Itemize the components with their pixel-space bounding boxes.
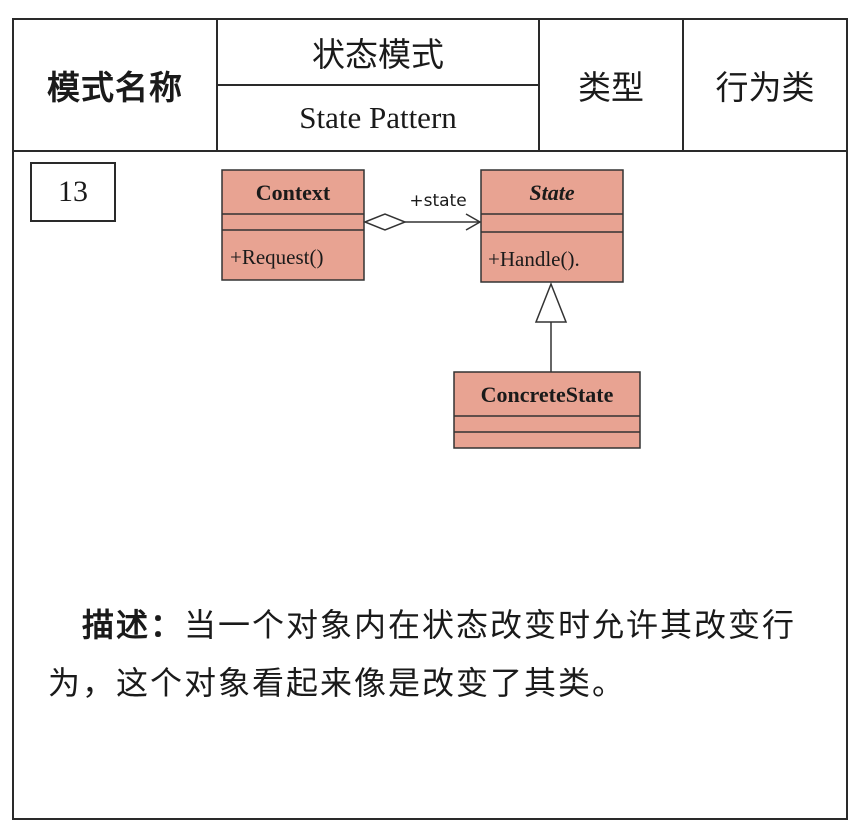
header-table: 模式名称 状态模式 State Pattern 类型 行为类 — [14, 20, 846, 152]
aggregation-diamond — [362, 213, 408, 231]
class-concrete-state-name: ConcreteState — [481, 382, 614, 407]
uml-diagram: Context +Request() +state State +Handle(… — [221, 169, 641, 449]
inheritance-triangle — [534, 281, 568, 323]
pattern-card: 模式名称 状态模式 State Pattern 类型 行为类 13 Contex… — [12, 18, 848, 820]
association-connector: +state — [362, 191, 482, 231]
type-label: 类型 — [540, 20, 684, 150]
type-value: 行为类 — [715, 68, 815, 107]
pattern-name-cn: 状态模式 — [218, 20, 540, 86]
class-state-name: State — [529, 180, 574, 205]
generalization-connector — [534, 281, 568, 372]
association-label: +state — [409, 191, 466, 211]
description-text: 当一个对象内在状态改变时允许其改变行为，这个对象看起来像是改变了其类。 — [48, 606, 797, 702]
class-concrete-state: ConcreteState — [453, 371, 641, 449]
pattern-number: 13 — [30, 162, 116, 222]
class-context-name: Context — [256, 180, 331, 205]
pattern-name-label: 模式名称 — [14, 20, 218, 150]
class-context-method: +Request() — [230, 245, 324, 269]
class-state: State +Handle(). — [480, 169, 624, 283]
class-state-method: +Handle(). — [488, 247, 580, 271]
description-lead: 描述： — [82, 606, 185, 644]
pattern-name-en: State Pattern — [218, 86, 540, 150]
class-context: Context +Request() — [221, 169, 365, 281]
description: 描述：当一个对象内在状态改变时允许其改变行为，这个对象看起来像是改变了其类。 — [48, 596, 838, 712]
association-arrowhead — [465, 213, 482, 231]
